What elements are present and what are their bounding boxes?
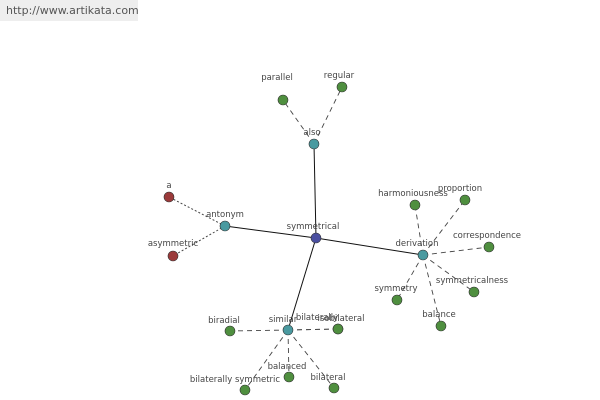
node-balanced[interactable] — [283, 371, 295, 383]
node-correspondence[interactable] — [483, 241, 495, 253]
graph-nodes — [163, 81, 495, 396]
node-label-correspondence[interactable]: correspondence — [453, 231, 521, 241]
node-antonym[interactable] — [219, 220, 231, 232]
graph-labels: symmetrical also antonym derivation similar p… — [148, 71, 521, 385]
node-label-biradial[interactable]: biradial — [208, 316, 240, 326]
url-link[interactable]: http://www.artikata.com — [6, 4, 139, 17]
node-biradial[interactable] — [224, 325, 236, 337]
edge-antonym-a — [168, 196, 226, 227]
edge-derivation-symmetricalness — [422, 254, 475, 293]
node-label-balance[interactable]: balance — [422, 310, 455, 320]
node-label-symmetricalness[interactable]: symmetricalness — [436, 276, 509, 286]
node-label-antonym[interactable]: antonym — [206, 210, 244, 220]
node-symmetrical[interactable] — [310, 232, 322, 244]
node-label-regular[interactable]: regular — [324, 71, 355, 81]
node-label-parallel[interactable]: parallel — [261, 73, 293, 83]
edge-similar-bilaterally — [287, 328, 339, 331]
node-harmoniousness[interactable] — [409, 199, 421, 211]
node-balance[interactable] — [435, 320, 447, 332]
node-label-a[interactable]: a — [166, 181, 171, 191]
node-symmetry[interactable] — [391, 294, 403, 306]
edge-derivation-correspondence — [422, 246, 490, 256]
edge-also-regular — [313, 86, 343, 145]
edge-similar-biradial — [229, 329, 289, 332]
edge-symmetrical-also — [313, 143, 317, 239]
edge-similar-balanced — [287, 329, 290, 378]
edge-symmetrical-antonym — [224, 225, 317, 239]
node-symmetricalness[interactable] — [468, 286, 480, 298]
node-label-balanced[interactable]: balanced — [268, 362, 307, 372]
node-regular[interactable] — [336, 81, 348, 93]
node-label-harmoniousness[interactable]: harmoniousness — [378, 189, 448, 199]
node-derivation[interactable] — [417, 249, 429, 261]
node-label-bilaterally-symmetric[interactable]: bilaterally symmetric — [190, 375, 280, 385]
edge-symmetrical-derivation — [315, 237, 424, 256]
node-similar[interactable] — [282, 324, 294, 336]
edge-similar-isobilateral — [287, 328, 339, 331]
node-label-proportion[interactable]: proportion — [438, 184, 482, 194]
node-also[interactable] — [308, 138, 320, 150]
node-label-bilaterally[interactable]: bilaterally — [296, 313, 338, 323]
node-label-asymmetric[interactable]: asymmetric — [148, 239, 199, 249]
node-proportion[interactable] — [459, 194, 471, 206]
node-label-derivation[interactable]: derivation — [395, 239, 438, 249]
node-bilaterally-symmetric[interactable] — [239, 384, 251, 396]
node-label-bilateral[interactable]: bilateral — [311, 373, 346, 383]
edge-symmetrical-similar — [287, 237, 317, 331]
node-asymmetric[interactable] — [167, 250, 179, 262]
node-parallel[interactable] — [277, 94, 289, 106]
node-label-also[interactable]: also — [303, 128, 320, 138]
node-label-similar[interactable]: similar — [269, 315, 298, 325]
node-bilateral[interactable] — [328, 382, 340, 394]
node-label-isobilateral[interactable]: isobilateral — [318, 314, 365, 324]
node-isobilateral[interactable] — [332, 323, 344, 335]
edge-similar-bilaterally-symmetric — [244, 329, 289, 391]
url-banner: http://www.artikata.com — [0, 0, 139, 21]
edge-derivation-balance — [422, 254, 442, 327]
edge-derivation-proportion — [422, 199, 466, 256]
node-a[interactable] — [163, 191, 175, 203]
edge-similar-bilateral — [287, 329, 335, 389]
graph-edges — [168, 86, 490, 391]
node-label-symmetrical[interactable]: symmetrical — [287, 222, 340, 232]
node-label-symmetry[interactable]: symmetry — [374, 284, 417, 294]
